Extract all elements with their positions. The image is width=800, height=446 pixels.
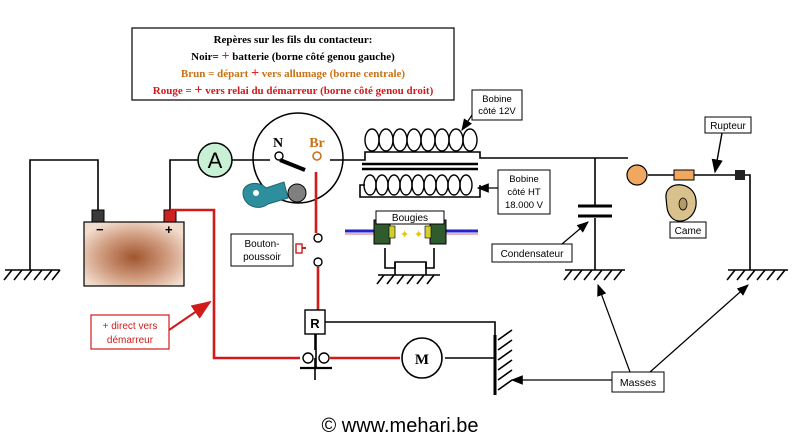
direct-line2: démarreur — [107, 335, 154, 346]
legend-line-2-prefix: Rouge = — [153, 85, 195, 97]
ground-condensateur — [563, 269, 625, 281]
bobine-ht-line3: 18.000 V — [505, 200, 544, 211]
condensateur — [578, 204, 612, 218]
copyright-text: © www.mehari.be — [321, 415, 478, 437]
legend-line-noir: Noir= + batterie (borne côté genou gauch… — [191, 49, 395, 64]
ignition-switch: N Br — [242, 112, 344, 208]
legend-line-brun: Brun = départ + vers allumage (borne cen… — [181, 66, 405, 81]
bouton-line1: Bouton- — [244, 239, 279, 250]
rupteur-label: Rupteur — [710, 121, 746, 132]
condensateur-label: Condensateur — [501, 249, 564, 260]
bougies-label: Bougies — [392, 213, 428, 224]
came-label: Came — [675, 226, 702, 237]
ammeter-label: A — [208, 148, 223, 173]
spark-icon: ✦ — [414, 229, 423, 241]
coil-primary — [364, 128, 478, 152]
legend-line-2-plus: + — [194, 83, 202, 98]
masses-callout: Masses — [510, 283, 749, 393]
legend-line-0-plus: + — [222, 49, 230, 64]
condensateur-callout: Condensateur — [491, 221, 589, 263]
starter-motor: M — [401, 337, 443, 379]
bobine-ht-line2: côté HT — [507, 187, 540, 198]
bobine-12v-callout: Bobine côté 12V — [461, 89, 523, 131]
legend-line-0-prefix: Noir= — [191, 51, 221, 63]
relay-label: R — [310, 316, 320, 331]
bobine-12v-line2: côté 12V — [478, 106, 516, 117]
switch-n-label: N — [273, 136, 283, 151]
bouton-line2: poussoir — [243, 252, 281, 263]
legend-line-1-plus: + — [251, 66, 259, 81]
masses-label: Masses — [620, 377, 656, 389]
legend-line-1-prefix: Brun = départ — [181, 68, 251, 80]
rupteur: Came Rupteur — [626, 116, 752, 239]
bobine-ht-callout: Bobine côté HT 18.000 V — [476, 169, 551, 215]
battery-negative-wire — [29, 159, 99, 270]
switch-br-label: Br — [309, 136, 325, 151]
ground-left — [3, 269, 61, 281]
legend-title: Repères sur les fils du contacteur: — [214, 34, 373, 46]
bobine-ht-line1: Bobine — [509, 174, 539, 185]
ground-starter — [493, 329, 513, 395]
red-wires — [170, 172, 400, 360]
legend-line-rouge: Rouge = + vers relai du démarreur (borne… — [153, 83, 434, 98]
battery: − + — [83, 209, 185, 287]
direct-demarreur-callout: + direct vers démarreur — [90, 300, 212, 350]
battery-positive-terminal — [163, 209, 177, 223]
push-button: Bouton- poussoir — [230, 233, 323, 267]
ammeter: A — [197, 142, 233, 178]
switch-br-terminal — [312, 151, 322, 161]
switch-n-terminal — [274, 151, 284, 161]
battery-minus-label: − — [96, 222, 104, 237]
legend-line-1-rest: vers allumage (borne centrale) — [259, 68, 405, 80]
key-icon — [242, 181, 289, 208]
spark-icon: ✦ — [400, 229, 409, 241]
direct-line1: + direct vers — [103, 321, 158, 332]
battery-negative-terminal — [91, 209, 105, 223]
ground-bougies — [376, 248, 440, 285]
coil-core — [362, 162, 478, 171]
ground-rupteur — [726, 269, 788, 281]
coil-secondary — [363, 174, 473, 196]
legend-line-0-rest: batterie (borne côté genou gauche) — [230, 51, 396, 63]
motor-label: M — [415, 352, 429, 368]
relay: R — [300, 309, 332, 370]
bobine-12v-line1: Bobine — [482, 94, 512, 105]
legend-box: Repères sur les fils du contacteur: Noir… — [131, 27, 455, 101]
legend-line-2-rest: vers relai du démarreur (borne côté geno… — [202, 85, 433, 97]
battery-plus-label: + — [165, 222, 173, 237]
spark-plugs: ✦ ✦ Bougies — [345, 210, 478, 245]
